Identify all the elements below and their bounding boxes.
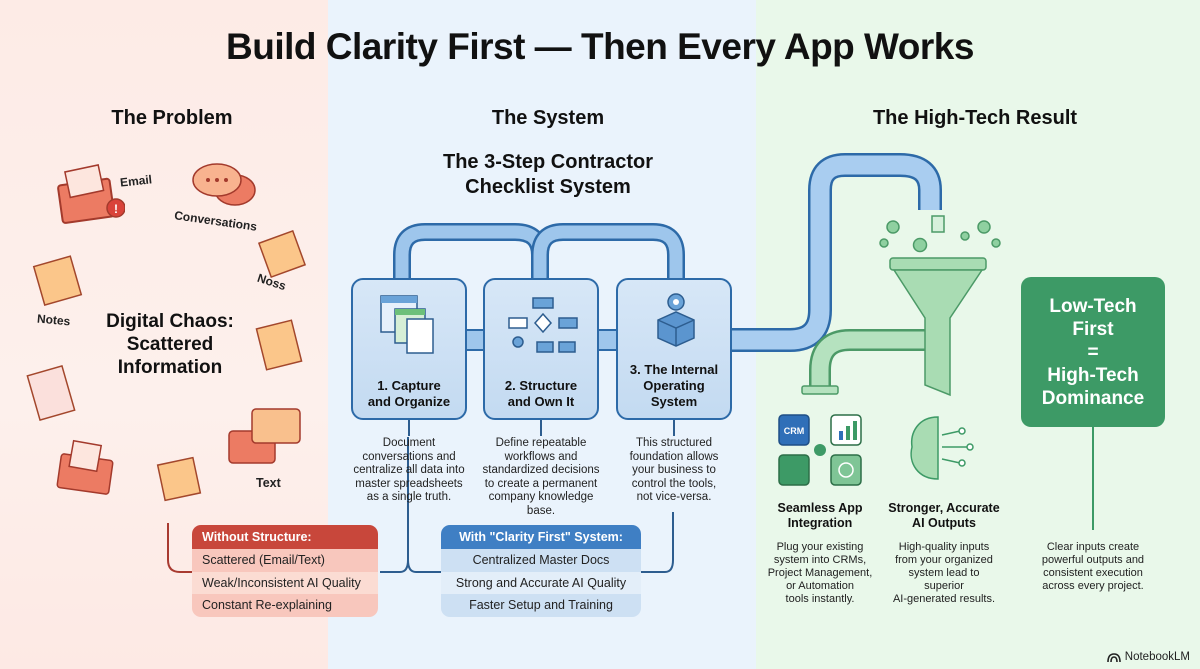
feature-2-description: High-quality inputs from your organized … bbox=[892, 541, 996, 605]
svg-text:CRM: CRM bbox=[784, 426, 805, 436]
table-row: Constant Re-explaining bbox=[192, 594, 378, 617]
table-row: Faster Setup and Training bbox=[441, 594, 641, 617]
svg-text:!: ! bbox=[114, 202, 118, 216]
sticky-note-icon bbox=[258, 230, 307, 279]
feature-1-title: Seamless App Integration bbox=[777, 501, 863, 530]
overhead-pipe-2 bbox=[531, 223, 685, 280]
problem-connector-line bbox=[167, 523, 196, 573]
sticky-note-icon bbox=[156, 456, 202, 502]
with-clarity-header: With "Clarity First" System: bbox=[441, 525, 641, 549]
conversation-bubbles-icon bbox=[192, 163, 256, 206]
step-1-description: Document conversations and centralize al… bbox=[353, 437, 465, 503]
notes-label: Notes bbox=[36, 311, 71, 329]
ai-brain-icon bbox=[910, 416, 974, 480]
chaos-text: Digital Chaos: Scattered Information bbox=[106, 311, 234, 378]
result-description: Clear inputs create powerful outputs and… bbox=[1041, 541, 1145, 592]
step-1-title: 1. Capture and Organize bbox=[367, 378, 451, 409]
sparkle-particles bbox=[879, 220, 1001, 253]
step-3-title: 3. The Internal Operating System bbox=[629, 362, 719, 409]
system-subheading: The 3-Step Contractor Checklist System bbox=[442, 151, 654, 198]
table-row: Strong and Accurate AI Quality bbox=[441, 571, 641, 594]
without-structure-header: Without Structure: bbox=[192, 525, 378, 549]
step-card-3: 3. The Internal Operating System bbox=[616, 278, 732, 420]
text-message-icon bbox=[228, 408, 301, 464]
green-outlet-pipe bbox=[801, 329, 935, 395]
step-2-title: 2. Structure and Own It bbox=[504, 378, 578, 409]
table-row: Weak/Inconsistent AI Quality bbox=[192, 571, 378, 594]
result-heading: The High-Tech Result bbox=[872, 107, 1078, 129]
feature-2-title: Stronger, Accurate AI Outputs bbox=[888, 501, 1000, 530]
step-2-description: Define repeatable workflows and standard… bbox=[482, 437, 600, 517]
step-card-2: 2. Structure and Own It bbox=[483, 278, 599, 420]
flowchart-icon bbox=[508, 297, 578, 353]
result-equation-box: Low-Tech First = High-Tech Dominance bbox=[1021, 277, 1165, 427]
app-integration-icon: CRM bbox=[778, 414, 862, 486]
table-row: Scattered (Email/Text) bbox=[192, 549, 378, 572]
notes-icon bbox=[32, 255, 83, 307]
text-label: Text bbox=[256, 476, 281, 490]
document-icon bbox=[931, 215, 945, 233]
page-title: Build Clarity First — Then Every App Wor… bbox=[226, 26, 974, 67]
step-3-description: This structured foundation allows your b… bbox=[629, 437, 719, 503]
email-alert-icon: ! bbox=[57, 164, 125, 224]
brand-watermark: NotebookLM bbox=[1106, 651, 1190, 663]
output-pipe bbox=[730, 153, 942, 352]
gear-cube-icon bbox=[657, 293, 695, 347]
step3-connector-line bbox=[641, 512, 674, 573]
system-heading: The System bbox=[491, 107, 605, 129]
paper-document-icon bbox=[26, 365, 76, 421]
open-envelope-icon bbox=[56, 439, 114, 495]
feature-1-description: Plug your existing system into CRMs, Pro… bbox=[767, 541, 873, 605]
notebooklm-logo-icon bbox=[1106, 652, 1121, 662]
step-card-1: 1. Capture and Organize bbox=[351, 278, 467, 420]
without-structure-table: Without Structure: Scattered (Email/Text… bbox=[192, 525, 378, 617]
spreadsheet-docs-icon bbox=[380, 295, 434, 354]
problem-heading: The Problem bbox=[111, 107, 233, 129]
overhead-pipe-1 bbox=[393, 223, 549, 280]
funnel-icon bbox=[889, 257, 987, 397]
table-row: Centralized Master Docs bbox=[441, 549, 641, 572]
document-icon bbox=[255, 319, 303, 371]
with-clarity-table: With "Clarity First" System: Centralized… bbox=[441, 525, 641, 617]
